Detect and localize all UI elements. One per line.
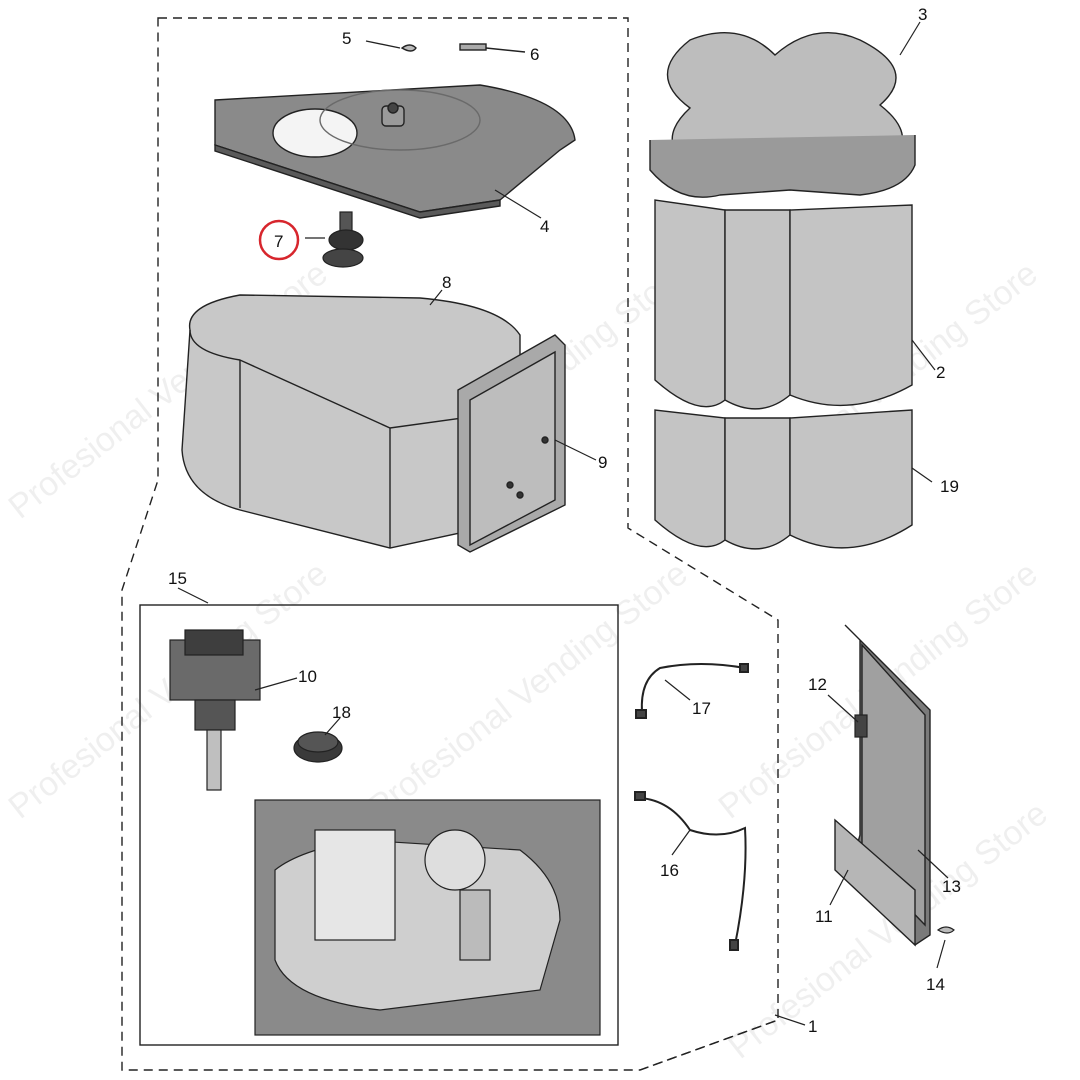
callout-2: 2 [936,363,945,382]
callout-8: 8 [442,273,451,292]
subassembly-15-box [139,604,619,1046]
callout-9: 9 [598,453,607,472]
part-8-canister-body [181,294,521,549]
callout-11: 11 [815,907,833,926]
part-18-gear [293,731,343,763]
callout-labels: 1 2 3 4 5 6 7 8 9 10 11 12 13 14 15 16 1… [168,5,961,1036]
part-11-mounting-bracket [834,624,931,947]
part-4-top-plate [214,84,576,219]
callout-6: 6 [530,45,539,64]
callout-13: 13 [942,877,961,896]
part-10-drive-gear [169,629,261,791]
part-5-clip [365,40,417,52]
part-17-harness [635,663,749,719]
part-7-gear [305,211,364,268]
part-16-harness [634,791,747,951]
watermark-text: Profesional Vending Store [2,554,335,826]
callout-19: 19 [940,477,959,496]
part-12-tab [854,714,868,738]
callout-18: 18 [332,703,351,722]
part-2-canister-upper [654,199,913,410]
part-14-clip [936,926,955,934]
callout-4: 4 [540,217,549,236]
callout-1: 1 [808,1017,817,1036]
callout-16: 16 [660,861,679,880]
callout-7-highlight-ring [258,219,300,261]
part-9-bracket [457,334,566,553]
callout-7: 7 [274,232,283,251]
leader-lines [177,21,949,1026]
callout-14: 14 [926,975,945,994]
callout-5: 5 [342,29,351,48]
callout-17: 17 [692,699,711,718]
callout-3: 3 [918,5,927,24]
part-6-pin [459,43,526,53]
callout-15: 15 [168,569,187,588]
motor-assembly-frame [254,799,601,1036]
part-19-canister-lower [654,409,913,550]
callout-12: 12 [808,675,827,694]
part-3-lid [649,32,916,198]
callout-10: 10 [298,667,317,686]
assembly-boundary [121,17,779,1071]
